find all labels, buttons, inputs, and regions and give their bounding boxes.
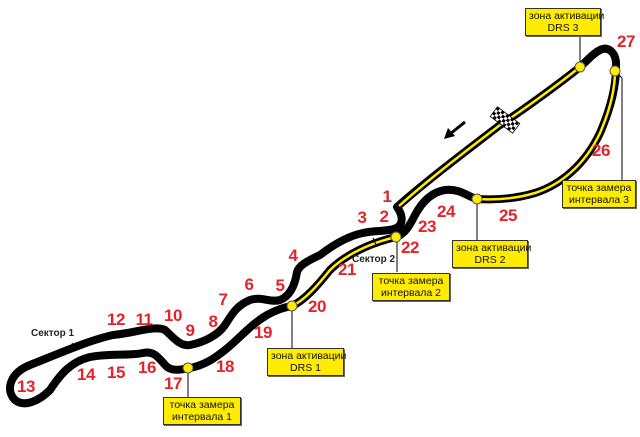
turn-number: 4	[288, 246, 298, 265]
turn-number: 13	[17, 377, 35, 396]
interval-1-point	[182, 362, 194, 374]
callout-line: интервала 2	[380, 287, 442, 299]
drs-zone-sector2	[291, 235, 397, 308]
turn-number: 7	[218, 290, 228, 309]
turn-number: 10	[164, 306, 182, 325]
sector-2-marker	[372, 237, 378, 248]
sector-1-marker	[71, 342, 77, 352]
turn-number: 14	[77, 365, 95, 384]
turn-number: 23	[418, 217, 436, 236]
interval-3-callout: точка замера интервала 3	[562, 180, 636, 208]
turn-number: 22	[401, 238, 419, 257]
turn-number: 27	[617, 32, 635, 51]
callout-line: DRS 3	[547, 22, 579, 34]
callout-line: интервала 3	[568, 194, 630, 206]
turn-number: 21	[338, 260, 356, 279]
sector-1-label: Сектор 1	[31, 328, 75, 339]
turn-number: 11	[135, 310, 153, 329]
drs-zone-main-straight	[398, 66, 581, 207]
turn-number: 24	[437, 202, 455, 221]
drs-2-point	[471, 193, 483, 205]
turn-number: 15	[107, 363, 125, 382]
drs-3-callout: зона активации DRS 3	[525, 8, 605, 36]
turn-number: 3	[357, 208, 367, 227]
interval-1-callout: точка замера интервала 1	[163, 397, 241, 425]
callout-line: точка замера	[169, 399, 235, 411]
turn-number: 9	[185, 321, 195, 340]
turn-number: 17	[164, 374, 182, 393]
drs-1-callout: зона активации DRS 1	[267, 348, 347, 376]
callout-line: точка замера	[566, 182, 632, 194]
drs-zone-sector3	[476, 70, 617, 201]
callout-line: зона активации	[271, 350, 347, 362]
callout-line: зона активации	[456, 242, 532, 254]
drs-1-point	[286, 300, 298, 312]
callout-line: точка замера	[378, 275, 444, 287]
turn-number: 8	[208, 312, 218, 331]
turn-number: 2	[379, 207, 389, 226]
callout-line: DRS 2	[474, 254, 506, 266]
callout-line: интервала 1	[171, 411, 233, 423]
turn-number: 5	[275, 276, 285, 295]
callout-line: DRS 1	[290, 362, 321, 374]
turn-number: 6	[244, 275, 254, 294]
turn-number: 1	[382, 187, 392, 206]
turn-number: 16	[138, 358, 156, 377]
drs-2-callout: зона активации DRS 2	[452, 240, 532, 268]
sector-2-label: Сектор 2	[352, 254, 396, 265]
interval-2-point	[390, 231, 402, 243]
turn-number: 18	[216, 357, 234, 376]
interval-3-point	[609, 65, 621, 77]
turn-number: 19	[254, 323, 272, 342]
turn-number: 12	[107, 310, 125, 329]
turn-number: 26	[592, 141, 610, 160]
interval-2-callout: точка замера интервала 2	[372, 273, 450, 301]
callout-line: зона активации	[529, 10, 605, 22]
drs-3-point	[574, 61, 586, 73]
checkered-flag-icon	[489, 106, 521, 134]
turn-number: 25	[499, 206, 517, 225]
arrow-down-left-icon	[444, 120, 466, 139]
turn-number: 20	[308, 297, 326, 316]
